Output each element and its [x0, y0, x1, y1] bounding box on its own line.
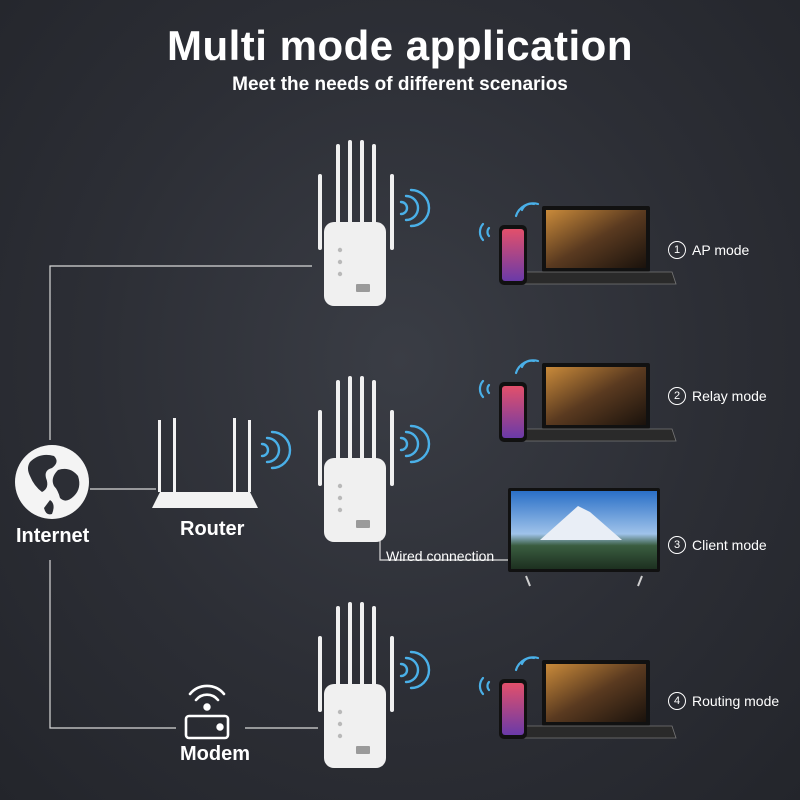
- router-wifi-icon: [260, 430, 292, 470]
- mode-label: AP mode: [692, 242, 750, 258]
- laptop-phone-routing-icon: [478, 656, 678, 741]
- modem-icon: [184, 684, 230, 740]
- extender-routing-icon: [316, 600, 431, 770]
- mode-label: Client mode: [692, 537, 767, 553]
- router-label: Router: [180, 518, 245, 540]
- mode-label: Routing mode: [692, 693, 780, 709]
- page-title: Multi mode application: [166, 22, 633, 69]
- laptop-phone-relay-icon: [478, 359, 678, 444]
- mode-client: 3 Client mode: [668, 536, 767, 554]
- wired-connection-label: Wired connection: [386, 548, 495, 564]
- extender-icon: [318, 140, 431, 306]
- mode-number: 2: [668, 387, 686, 405]
- laptop-phone-icon: [478, 202, 677, 285]
- mode-routing: 4 Routing mode: [668, 692, 779, 710]
- page-subtitle: Meet the needs of different scenarios: [232, 74, 568, 95]
- mode-relay: 2 Relay mode: [668, 387, 767, 405]
- mode-ap: 1 AP mode: [668, 241, 749, 259]
- connection-lines: [49, 265, 510, 729]
- modem-label: Modem: [180, 743, 250, 765]
- router-icon: [152, 418, 258, 508]
- mode-number: 1: [668, 241, 686, 259]
- extender-relay-icon: [316, 374, 431, 544]
- globe-icon: [15, 445, 89, 519]
- tv-icon: [508, 488, 660, 587]
- mode-label: Relay mode: [692, 388, 767, 404]
- mode-number: 3: [668, 536, 686, 554]
- mode-number: 4: [668, 692, 686, 710]
- internet-label: Internet: [16, 525, 90, 547]
